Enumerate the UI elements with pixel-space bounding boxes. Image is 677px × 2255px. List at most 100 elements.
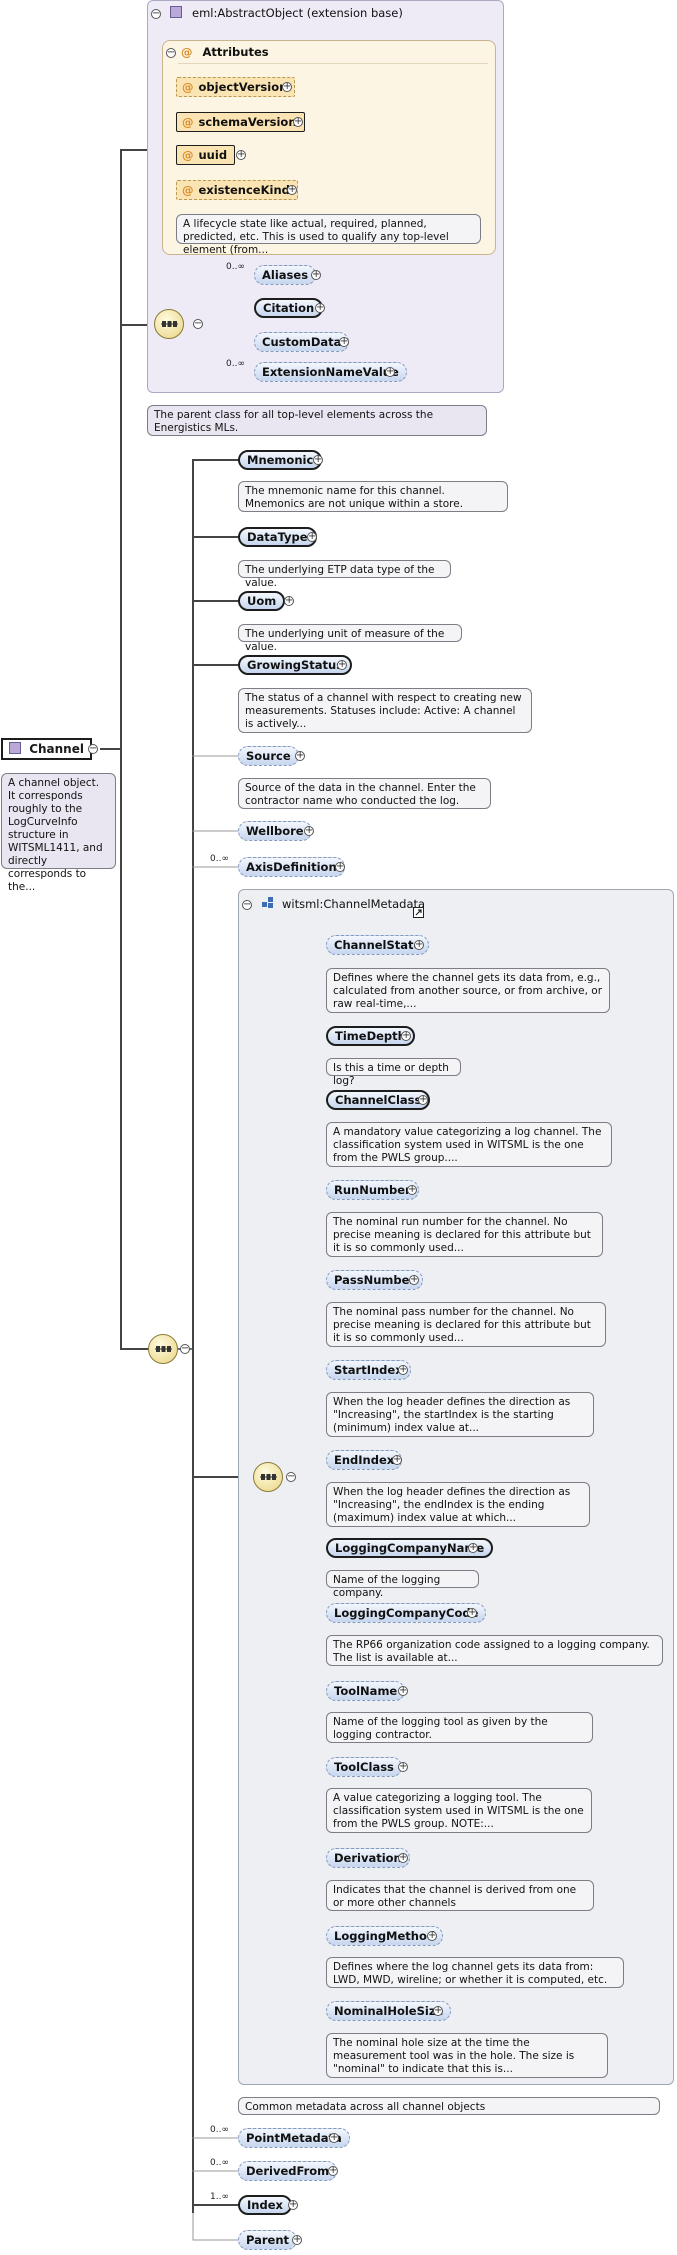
expand-endindex[interactable]: +	[392, 1454, 402, 1465]
expand-objectversion[interactable]: +	[282, 81, 292, 92]
sequence-compositor-main[interactable]	[148, 1334, 178, 1364]
expand-aliases[interactable]: +	[311, 269, 321, 280]
sequence-icon	[155, 1346, 172, 1352]
at-icon: @	[181, 45, 193, 59]
expand-runnumber[interactable]: +	[407, 1184, 417, 1195]
element-customdata[interactable]: CustomData	[254, 332, 350, 352]
expand-uom[interactable]: +	[284, 595, 294, 606]
element-growingstatus[interactable]: GrowingStatus	[238, 655, 353, 675]
expand-uuid[interactable]: +	[236, 149, 246, 160]
element-passnumber[interactable]: PassNumber	[326, 1270, 424, 1290]
sequence-compositor-base[interactable]	[154, 309, 184, 339]
root-name: Channel	[29, 742, 84, 756]
collapse-toggle-channelmetadata[interactable]: −	[242, 899, 252, 910]
sequence-icon	[260, 1474, 277, 1480]
sequence-compositor-metadata[interactable]	[253, 1462, 283, 1492]
element-runnumber[interactable]: RunNumber	[326, 1180, 419, 1200]
expand-axisdefinition[interactable]: +	[335, 861, 345, 872]
expand-parent[interactable]: +	[292, 2234, 302, 2245]
nominalholesize-doc: The nominal hole size at the time the me…	[326, 2033, 608, 2078]
base-doc: The parent class for all top-level eleme…	[147, 405, 487, 436]
element-extensionnamevalue[interactable]: ExtensionNameValue	[254, 362, 407, 382]
cardinality-extensionnamevalue: 0..∞	[226, 359, 245, 369]
element-loggingcompanycode[interactable]: LoggingCompanyCode	[326, 1603, 487, 1623]
expand-timedepth[interactable]: +	[401, 1030, 411, 1041]
element-derivation[interactable]: Derivation	[326, 1848, 410, 1868]
expand-channelclass[interactable]: +	[418, 1094, 428, 1105]
expand-derivation[interactable]: +	[398, 1852, 408, 1863]
attribute-uuid[interactable]: @uuid	[176, 145, 236, 165]
expand-pointmetadata[interactable]: +	[329, 2132, 339, 2143]
expand-loggingcompanyname[interactable]: +	[468, 1542, 478, 1553]
expand-customdata[interactable]: +	[339, 336, 349, 347]
expand-loggingcompanycode[interactable]: +	[467, 1607, 477, 1618]
cardinality-index: 1..∞	[210, 2192, 229, 2202]
attribute-objectversion[interactable]: @objectVersion	[176, 77, 296, 97]
expand-passnumber[interactable]: +	[409, 1274, 419, 1285]
element-wellbore[interactable]: Wellbore	[238, 821, 312, 841]
collapse-toggle-attributes[interactable]: −	[166, 47, 176, 58]
sequence-icon	[161, 321, 178, 327]
element-endindex[interactable]: EndIndex	[326, 1450, 403, 1470]
element-pointmetadata[interactable]: PointMetadata	[238, 2128, 350, 2148]
element-datatype[interactable]: DataType	[238, 527, 317, 547]
collapse-toggle-main-sequence[interactable]: −	[180, 1343, 190, 1354]
collapse-toggle-base-sequence[interactable]: −	[193, 318, 203, 329]
expand-toolname[interactable]: +	[398, 1685, 408, 1696]
element-index[interactable]: Index	[238, 2195, 292, 2215]
element-derivedfrom[interactable]: DerivedFrom	[238, 2161, 338, 2181]
collapse-toggle-metadata-sequence[interactable]: −	[286, 1471, 296, 1482]
expand-growingstatus[interactable]: +	[337, 659, 347, 670]
expand-wellbore[interactable]: +	[304, 825, 314, 836]
element-startindex[interactable]: StartIndex	[326, 1360, 411, 1380]
mnemonic-doc: The mnemonic name for this channel. Mnem…	[238, 481, 508, 512]
element-loggingcompanyname[interactable]: LoggingCompanyName	[326, 1538, 494, 1558]
element-channelclass[interactable]: ChannelClass	[326, 1090, 431, 1110]
element-aliases[interactable]: Aliases	[254, 265, 317, 285]
element-citation[interactable]: Citation	[254, 298, 324, 318]
expand-index[interactable]: +	[288, 2199, 298, 2210]
toolclass-doc: A value categorizing a logging tool. The…	[326, 1788, 592, 1833]
toolname-doc: Name of the logging tool as given by the…	[326, 1712, 593, 1743]
class-icon	[170, 6, 182, 18]
class-icon	[9, 742, 21, 754]
expand-channelstate[interactable]: +	[414, 939, 424, 950]
attribute-schemaversion[interactable]: @schemaVersion	[176, 112, 305, 132]
root-element-channel[interactable]: Channel	[1, 738, 92, 760]
collapse-toggle-base[interactable]: −	[151, 8, 161, 19]
expand-loggingmethod[interactable]: +	[427, 1930, 437, 1941]
expand-mnemonic[interactable]: +	[313, 454, 323, 465]
expand-source[interactable]: +	[295, 750, 305, 761]
cardinality-axisdefinition: 0..∞	[210, 854, 229, 864]
element-mnemonic[interactable]: Mnemonic	[238, 450, 323, 470]
timedepth-doc: Is this a time or depth log?	[326, 1058, 461, 1087]
expand-derivedfrom[interactable]: +	[328, 2165, 338, 2176]
expand-toolclass[interactable]: +	[398, 1761, 408, 1772]
element-axisdefinition[interactable]: AxisDefinition	[238, 857, 345, 877]
datatype-doc: The underlying ETP data type of the valu…	[238, 560, 451, 589]
element-toolname[interactable]: ToolName	[326, 1681, 406, 1701]
source-doc: Source of the data in the channel. Enter…	[238, 778, 491, 809]
attribute-existencekind[interactable]: @existenceKind	[176, 180, 298, 200]
element-toolclass[interactable]: ToolClass	[326, 1757, 402, 1777]
element-source[interactable]: Source	[238, 746, 299, 766]
element-timedepth[interactable]: TimeDepth	[326, 1026, 415, 1046]
element-channelstate[interactable]: ChannelState	[326, 935, 430, 955]
element-nominalholesize[interactable]: NominalHoleSize	[326, 2001, 452, 2021]
element-parent[interactable]: Parent	[238, 2230, 298, 2250]
expand-nominalholesize[interactable]: +	[433, 2005, 443, 2016]
element-uom[interactable]: Uom	[238, 591, 286, 611]
expand-citation[interactable]: +	[315, 302, 325, 313]
collapse-toggle-channel[interactable]: −	[88, 743, 98, 754]
expand-existencekind[interactable]: +	[287, 184, 297, 195]
expand-datatype[interactable]: +	[307, 531, 317, 542]
channelstate-doc: Defines where the channel gets its data …	[326, 968, 610, 1013]
expand-startindex[interactable]: +	[398, 1364, 408, 1375]
channelmetadata-doc: Common metadata across all channel objec…	[238, 2097, 660, 2115]
cardinality-aliases: 0..∞	[226, 262, 245, 272]
open-link-icon[interactable]	[413, 907, 424, 918]
expand-extensionnamevalue[interactable]: +	[385, 366, 395, 377]
uom-doc: The underlying unit of measure of the va…	[238, 624, 462, 653]
element-loggingmethod[interactable]: LoggingMethod	[326, 1926, 444, 1946]
expand-schemaversion[interactable]: +	[293, 116, 303, 127]
